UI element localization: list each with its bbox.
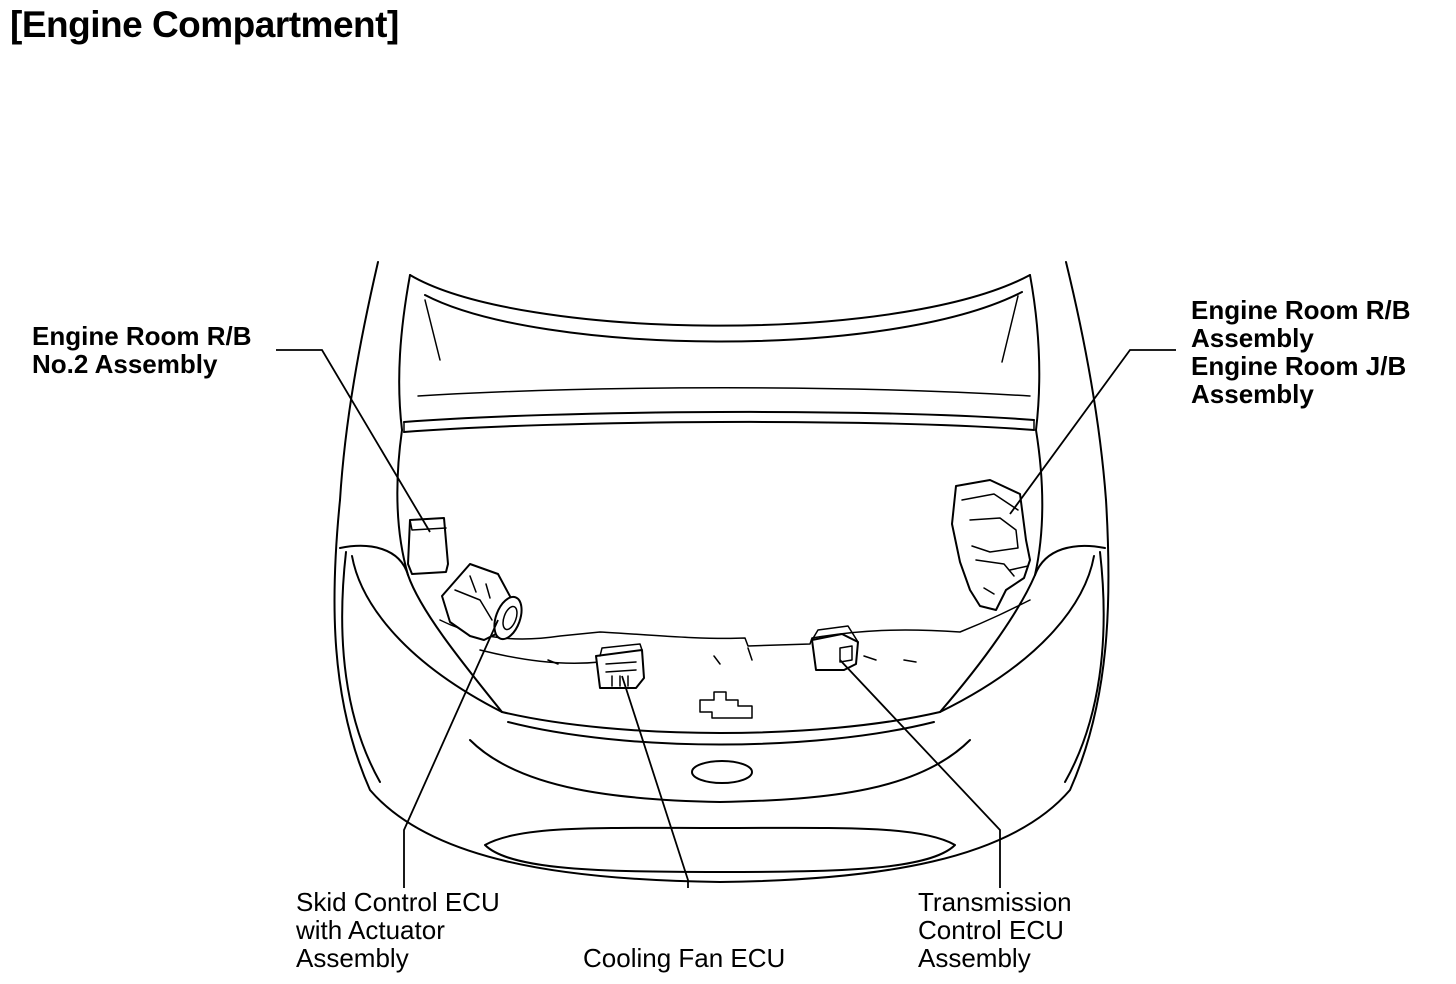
leader-skid [403,619,499,888]
label-skid-control-ecu: Skid Control ECU with Actuator Assembly [296,887,500,973]
cooling-fan-ecu-part [595,643,645,689]
page-title: [Engine Compartment] [10,4,399,45]
skid-control-ecu-part [441,563,523,641]
label-engine-room-rb-jb: Engine Room R/B Assembly Engine Room J/B… [1191,295,1411,409]
label-engine-room-rb-no2: Engine Room R/B No.2 Assembly [32,321,252,379]
transmission-control-ecu-part [811,625,859,671]
leader-trans [839,659,1001,888]
engine-room-rb-no2-part [407,517,449,575]
leader-lines [276,349,1176,888]
vehicle-body-outline [333,261,1110,883]
leader-rb-jb [1009,349,1176,515]
label-cooling-fan-ecu: Cooling Fan ECU [583,943,786,973]
label-transmission-control-ecu: Transmission Control ECU Assembly [918,887,1072,973]
leader-rb-no2 [276,349,431,533]
engine-room-rb-jb-part [951,479,1031,611]
leader-fan [621,675,689,888]
